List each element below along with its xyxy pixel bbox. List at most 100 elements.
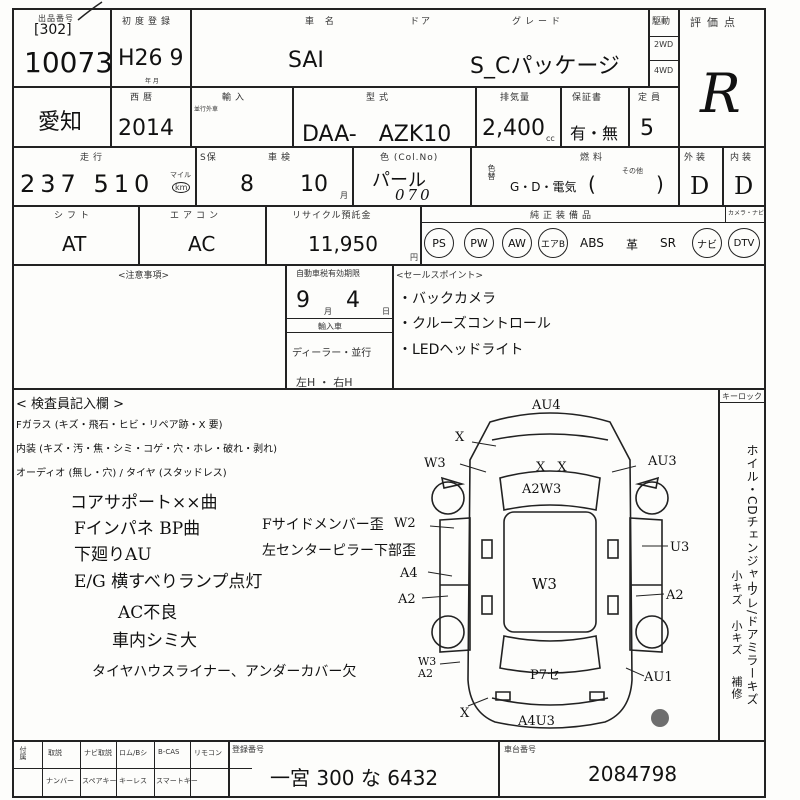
equip-pw: PW [464, 228, 494, 258]
vertical-note-3: 小キズ [730, 570, 743, 606]
lane-number: [302] [34, 22, 72, 38]
mileage-value: 237 510 [20, 170, 155, 198]
lot-label: 出品番号 [38, 14, 74, 23]
hand-note-2: Fインパネ BP曲 [74, 519, 201, 539]
footer-col9: スマートキー [156, 777, 198, 785]
sales-point-3: ・LEDヘッドライト [398, 342, 524, 358]
aircon-label: エアコン [170, 211, 223, 221]
displacement-label: 排気量 [500, 93, 531, 103]
equip-leather: 革 [626, 238, 639, 252]
car-diagram [421, 412, 669, 729]
pen-stroke [77, 1, 103, 21]
import-car-label: 輸入車 [318, 322, 342, 331]
equip-sr: SR [660, 236, 676, 250]
sales-points-label: <セールスポイント> [396, 271, 484, 281]
lot-number: 10073 [24, 46, 114, 79]
drive-2wd: 2WD [654, 40, 674, 49]
car-name-label: 車 名 [305, 17, 338, 27]
drive-4wd: 4WD [654, 66, 674, 75]
mark-x-top: X [455, 430, 465, 445]
equipment-key-label: カメラ・ナビ [728, 210, 765, 217]
exterior-label: 外装 [684, 153, 709, 163]
first-reg-value: H26 9 [118, 46, 184, 71]
vertical-note-1: ホイル・CDチェンジャー [745, 444, 759, 594]
equip-navi: ナビ [692, 228, 722, 258]
inspection-year: 8 [240, 172, 254, 197]
hand-note-5: AC不良 [118, 603, 178, 623]
shift-label: シフト [54, 211, 94, 221]
car-name-value: SAI [288, 48, 324, 73]
mileage-unit-b: km [172, 182, 191, 193]
footer-col8: キーレス [119, 777, 147, 785]
displacement-value: 2,400 [482, 116, 545, 141]
plate-label: 登録番号 [232, 745, 264, 754]
sales-point-1: ・バックカメラ [398, 291, 496, 307]
inspector-label: < 検査員記入欄 > [16, 397, 125, 412]
import-car-value: ディーラー・並行 [292, 348, 372, 359]
vertical-note-5: 補修 [730, 676, 743, 700]
mark-au3-right: AU3 [648, 454, 677, 469]
sales-point-2: ・クルーズコントロール [398, 316, 551, 332]
warranty-label: 保証書 [572, 93, 603, 103]
side-note-2: 左センターピラー下部歪 [262, 543, 416, 559]
hand-note-7: タイヤハウスライナー、アンダーカバー欠 [92, 664, 357, 680]
footer-col4: B-CAS [158, 748, 180, 756]
hand-note-3: 下廻りAU [74, 545, 152, 565]
mark-au1: AU1 [644, 670, 673, 685]
mileage-unit-a: マイル [170, 171, 191, 179]
rating-value: R [700, 62, 741, 125]
displacement-unit: cc [546, 134, 555, 143]
footer-col1: 取説 [48, 749, 62, 757]
equip-airbag: エアB [538, 228, 568, 258]
recycle-label: リサイクル預託金 [292, 211, 372, 221]
import-car-steer: 左H ・ 右H [296, 376, 353, 389]
first-reg-sub: 年 月 [145, 78, 159, 85]
auto-tax-label: 自動車税有効期限 [296, 269, 360, 278]
color-value: パール [372, 170, 426, 191]
mark-w3a2-lower: W3 A2 [418, 655, 437, 680]
inspection-label: 車検 [268, 153, 295, 163]
doors-label: ドア [410, 17, 433, 27]
vin-value: 2084798 [588, 762, 678, 786]
vin-label: 車台番号 [504, 745, 536, 754]
inspection-month-suffix: 月 [340, 191, 348, 200]
notes-label: <注意事項> [118, 271, 170, 281]
inspector-line-1: Fガラス (キズ・飛石・ヒビ・リペア跡・X 要) [16, 420, 223, 431]
mark-w2: W2 [394, 516, 416, 531]
first-reg-label: 初度登録 [122, 17, 175, 27]
mark-w3-center: W3 [532, 575, 557, 593]
fuel-other-label: その他 [622, 167, 643, 175]
import-label: 輸入 [222, 93, 249, 103]
fuel-paren-open: ( [588, 172, 596, 196]
hand-note-4: E/G 横すべりランプ点灯 [74, 572, 263, 592]
shift-value: AT [62, 232, 87, 256]
fuel-label: 燃料 [580, 153, 607, 163]
drive-label: 駆動 [652, 17, 671, 27]
auto-tax-day: 4 [346, 288, 360, 313]
side-note-1: Fサイドメンバー歪 [262, 517, 384, 533]
grade-label: グレード [512, 17, 565, 27]
mark-xx: X X [536, 460, 571, 475]
footer-col5: リモコン [194, 749, 222, 757]
equip-abs: ABS [580, 236, 604, 250]
footer-mark: 付属 [19, 746, 27, 760]
mark-w3-left: W3 [424, 456, 446, 471]
mark-x-bottom: X [460, 706, 470, 721]
inspection-month: 10 [300, 172, 328, 197]
grade-value: S_Cパッケージ [470, 54, 620, 79]
recycle-value: 11,950 [308, 232, 378, 256]
mark-a4: A4 [400, 566, 418, 581]
history-label: S保 [200, 153, 217, 163]
footer-col6: ナンバー [46, 777, 74, 785]
equip-dtv: DTV [728, 228, 760, 258]
year-value: 2014 [118, 116, 174, 141]
aircon-value: AC [188, 232, 216, 256]
mark-a2-left: A2 [398, 592, 416, 607]
footer-col7: スペアキー [82, 777, 117, 785]
auto-tax-month-suffix: 月 [324, 307, 332, 316]
vertical-note-2: ワレ/ドアミラーキズ [745, 584, 759, 707]
plate-value: 一宮 300 な 6432 [270, 766, 439, 790]
mark-a2-right: A2 [666, 588, 684, 603]
rating-label: 評価点 [690, 16, 741, 29]
